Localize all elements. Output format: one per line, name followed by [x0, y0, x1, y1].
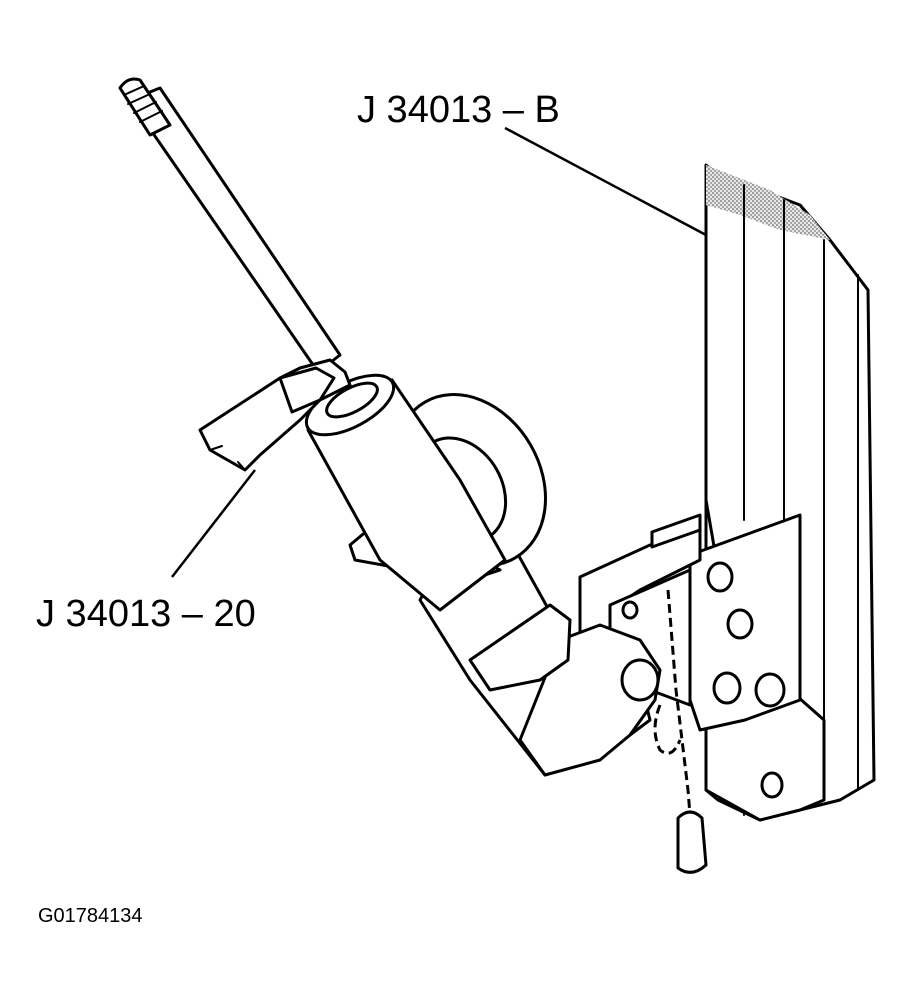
lock-pin — [676, 810, 708, 874]
holding-fixture — [578, 163, 876, 822]
chain-and-pin — [653, 589, 708, 874]
bracket-hole — [621, 600, 639, 620]
strut-rod — [128, 86, 342, 374]
bolt — [760, 771, 784, 799]
fixture-label: J 34013 – B — [357, 89, 560, 131]
bolt — [712, 671, 742, 705]
mount-bolts — [706, 561, 786, 799]
bolt — [754, 672, 786, 708]
figure-id: G01784134 — [38, 905, 143, 927]
chain-loop — [653, 704, 682, 755]
bolt — [726, 608, 754, 640]
clamp-label: J 34013 – 20 — [36, 593, 256, 635]
knuckle-bolt — [620, 658, 660, 702]
leader-clamp — [171, 469, 256, 578]
fixture-post-shade — [706, 165, 830, 240]
strut-cylinder-top-inner — [325, 381, 379, 419]
thread-lines — [123, 85, 163, 123]
bolt — [706, 561, 734, 593]
clamp-tool-jaw — [278, 366, 336, 414]
leader-fixture — [504, 126, 707, 237]
fixture-ledge — [650, 513, 702, 549]
fixture-channel-lines — [743, 184, 859, 816]
strut-assembly — [118, 77, 662, 777]
strut-band — [468, 603, 572, 692]
clamp-tool-edge — [209, 445, 246, 471]
